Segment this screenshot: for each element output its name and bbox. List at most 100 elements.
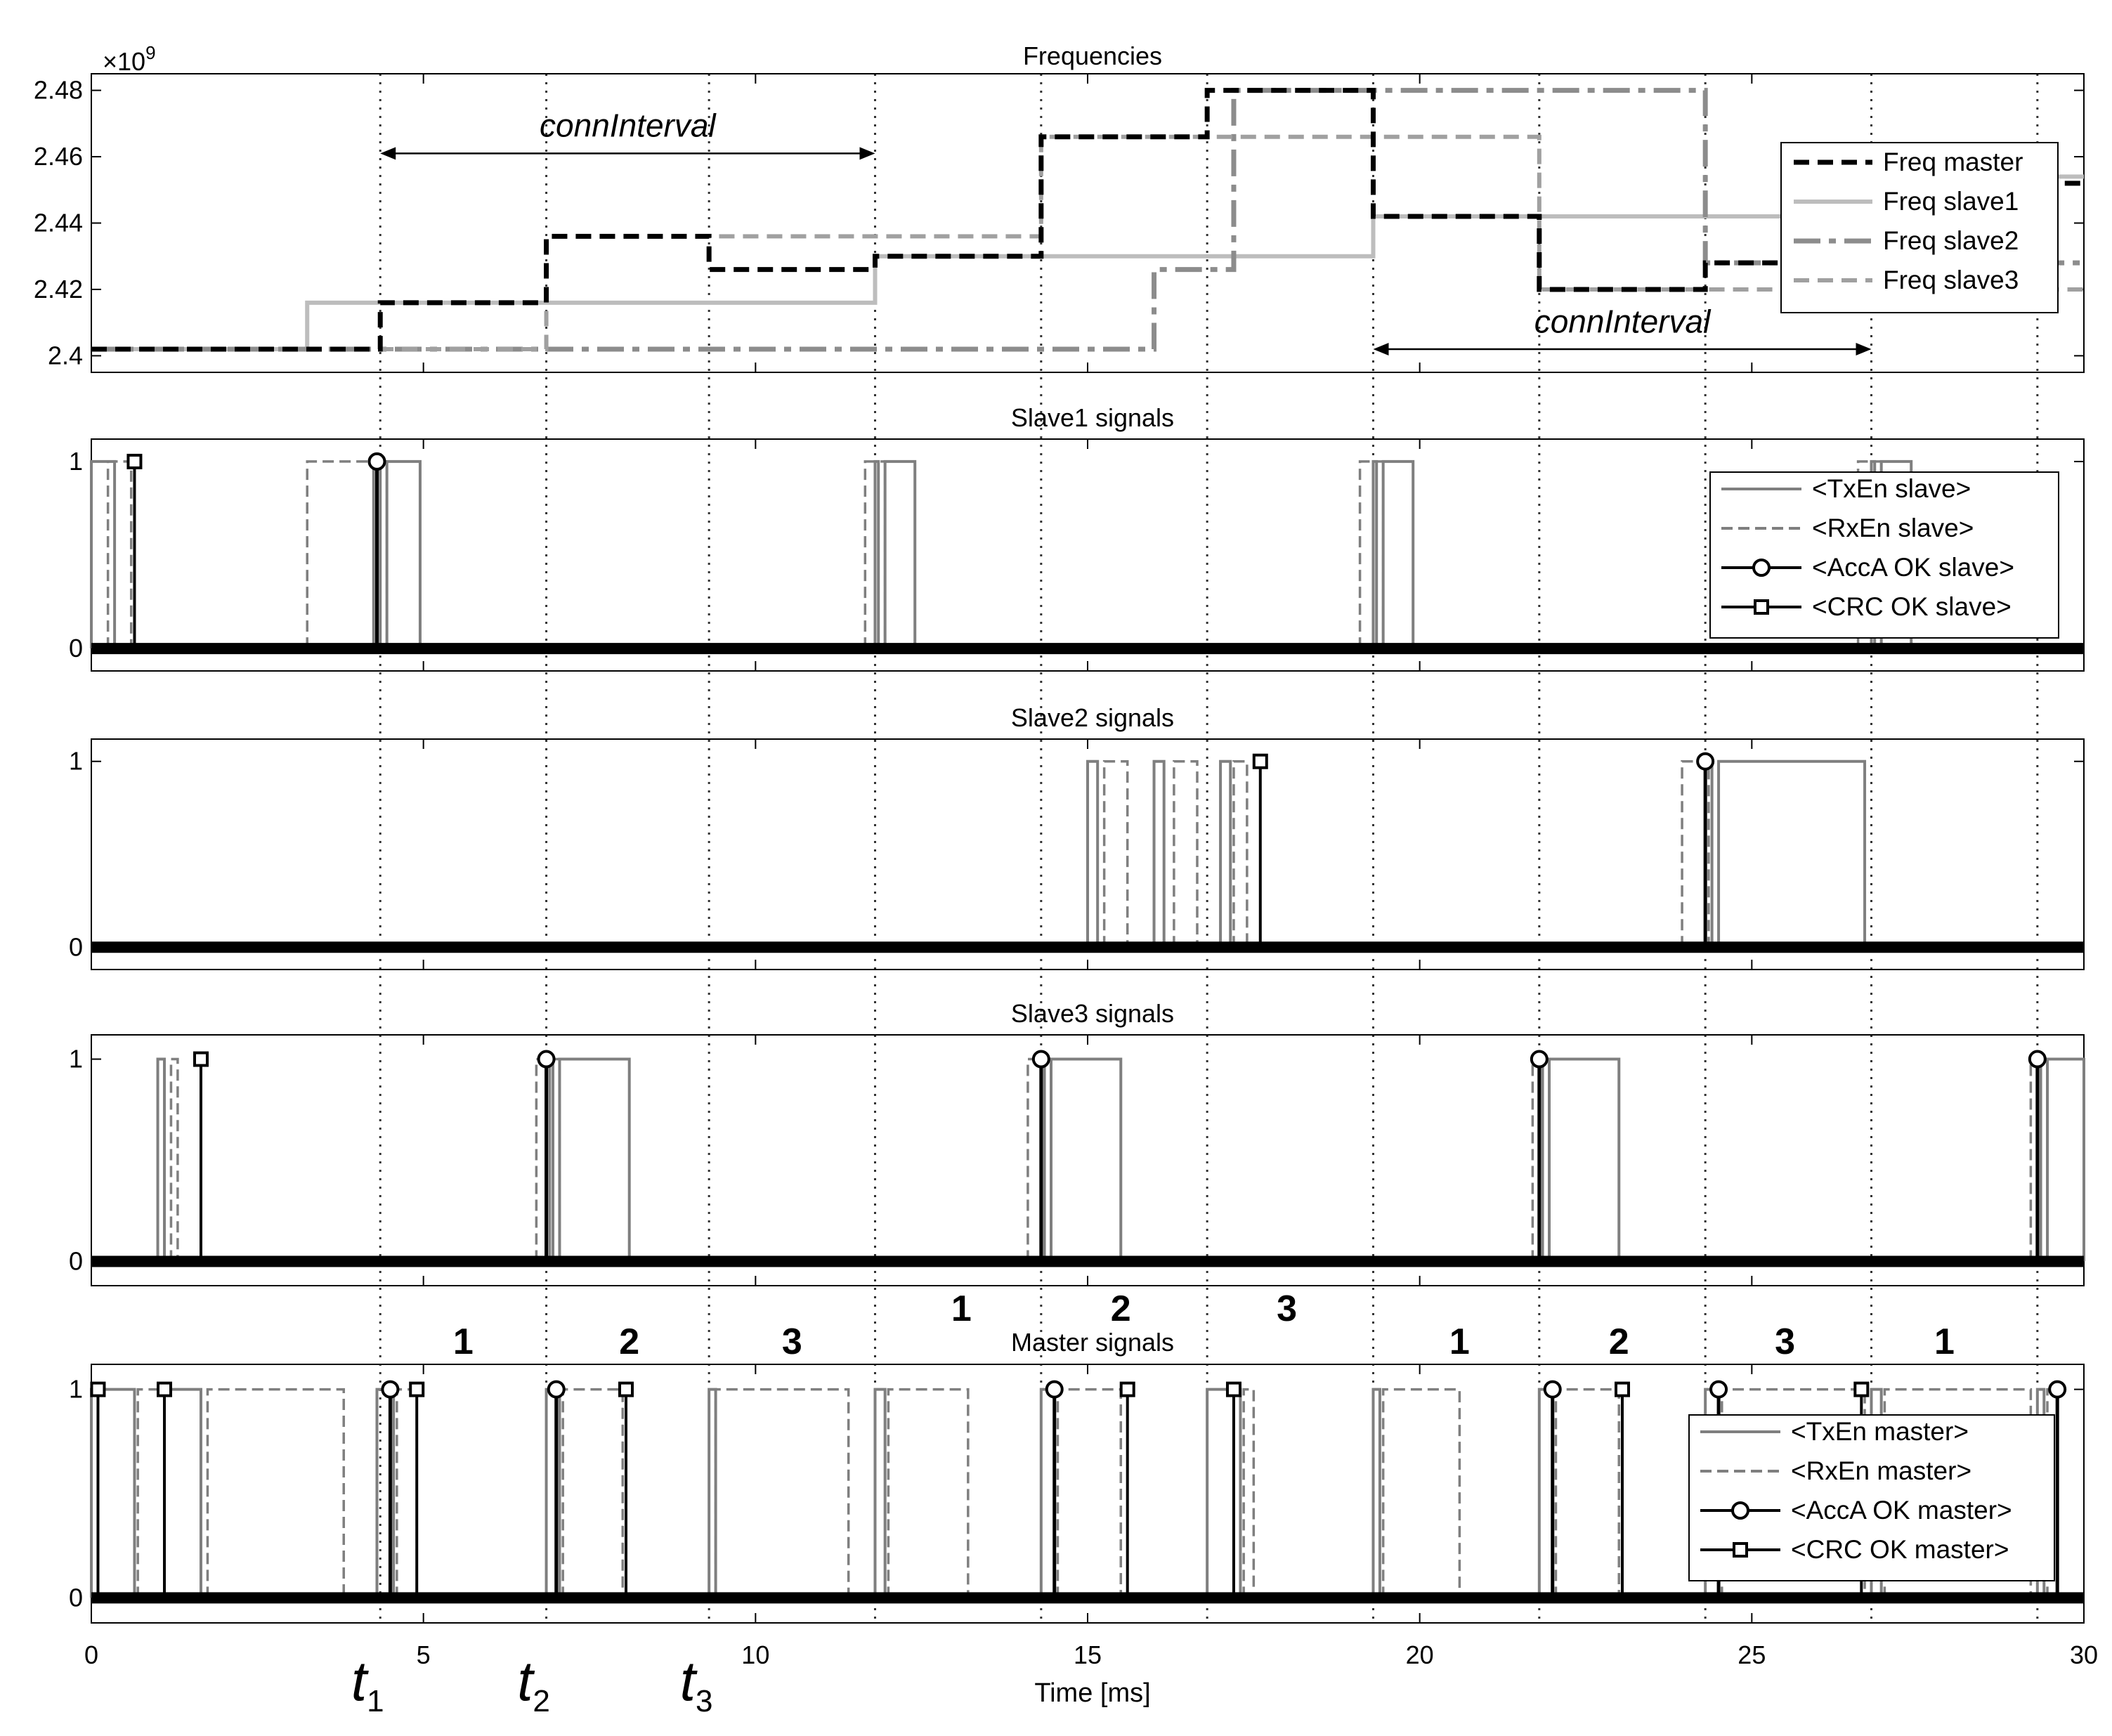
legend-marker [1733, 1542, 1748, 1558]
arrow-head-right [859, 147, 875, 160]
slave1-signals-title: Slave1 signals [1011, 403, 1174, 432]
acca-marker [381, 1380, 400, 1399]
crc-marker [1119, 1381, 1135, 1397]
rxen-pulse [561, 1388, 625, 1598]
slave1-legend: <TxEn slave> <RxEn slave> <AccA OK slave> <… [1709, 471, 2059, 639]
x-tick-label: 10 [741, 1640, 769, 1669]
legend-entry: <AccA OK slave> [1812, 553, 2014, 582]
legend-entry: <TxEn slave> [1812, 474, 1971, 503]
x-tick-label: 15 [1074, 1640, 1102, 1669]
slot-number: 3 [782, 1321, 802, 1362]
txen-pulse [156, 1057, 166, 1262]
master-signals-panel: Master signals 01 <TxEn master><RxEn mas… [69, 1328, 2085, 1624]
legend-entry: <AccA OK master> [1791, 1496, 2012, 1525]
y-tick-label: 2.4 [48, 341, 83, 370]
legend-entry: Freq slave3 [1883, 266, 2019, 294]
rxen-pulse [887, 1388, 970, 1598]
slave3-signals-panel: Slave3 signals 01 [69, 999, 2085, 1286]
acca-marker [537, 1050, 556, 1069]
txen-pulse [1219, 759, 1232, 948]
rxen-pulse [1554, 1388, 1621, 1598]
slot-number: 3 [1775, 1321, 1795, 1362]
slot-number: 2 [1609, 1321, 1629, 1362]
master-legend: <TxEn master><RxEn master><AccA OK maste… [1688, 1414, 2055, 1581]
legend-entry: <RxEn slave> [1812, 514, 1974, 542]
arrow-head-right [1856, 342, 1872, 355]
y-tick-label: 1 [69, 1045, 83, 1073]
legend-marker [1731, 1501, 1749, 1520]
acca-marker [1696, 752, 1715, 771]
y-tick-label: 1 [69, 447, 83, 476]
series-freq-slave2 [91, 88, 2084, 352]
y-tick-label: 0 [69, 932, 83, 961]
txen-pulse [1371, 459, 1378, 649]
crc-marker [1614, 1381, 1630, 1397]
rxen-pulse [1381, 1388, 1461, 1598]
slot-number: 1 [1449, 1321, 1470, 1362]
slot-number: 1 [1934, 1321, 1955, 1362]
y-tick-label: 0 [69, 1583, 83, 1612]
crc-marker [1252, 753, 1268, 769]
txen-pulse [1381, 459, 1415, 649]
legend-marker [1752, 559, 1771, 577]
y-tick-label: 0 [69, 1246, 83, 1275]
legend-box [1780, 142, 2059, 313]
y-tick-label: 2.42 [34, 275, 83, 304]
y-tick-label: 2.44 [34, 209, 83, 237]
txen-pulse [873, 459, 880, 649]
conn-interval-label: connInterval [1534, 303, 1712, 339]
acca-marker [2028, 1050, 2047, 1069]
slot-number: 1 [951, 1288, 972, 1329]
txen-pulse [558, 1057, 631, 1262]
txen-pulse [90, 1388, 136, 1598]
legend-entry: Freq master [1883, 148, 2023, 176]
txen-pulse [2046, 1057, 2085, 1262]
txen-pulse [1548, 1057, 1621, 1262]
rxen-pulse [1102, 759, 1129, 948]
rxen-pulse [1232, 759, 1249, 948]
x-tick-label: 30 [2070, 1640, 2098, 1669]
crc-marker [90, 1381, 106, 1397]
legend-box [1688, 1414, 2055, 1581]
legend-entry: <CRC OK slave> [1812, 592, 2012, 621]
crc-marker [409, 1381, 425, 1397]
crc-marker [1225, 1381, 1241, 1397]
acca-marker [547, 1380, 566, 1399]
txen-pulse [873, 1388, 887, 1598]
rxen-pulse [169, 1057, 179, 1262]
slave2-signals-title: Slave2 signals [1011, 703, 1174, 732]
time-marker-label: t2 [517, 1650, 550, 1718]
txen-pulse [708, 1388, 717, 1598]
legend-entry: <CRC OK master> [1791, 1535, 2009, 1564]
txen-pulse [1371, 1388, 1381, 1598]
y-tick-label: 0 [69, 634, 83, 663]
master-signals-title: Master signals [1011, 1328, 1174, 1357]
rxen-pulse [1173, 759, 1199, 948]
slot-number: 3 [1277, 1288, 1297, 1329]
txen-pulse [385, 459, 422, 649]
txen-pulse [90, 459, 117, 649]
y-tick-label: 2.48 [34, 76, 83, 105]
legend-entry: Freq slave1 [1883, 187, 2019, 216]
acca-marker [1031, 1050, 1050, 1069]
legend-marker [1754, 599, 1769, 615]
txen-pulse [1206, 1388, 1242, 1598]
x-axis-label: Time [ms] [1034, 1678, 1150, 1708]
x-tick-label: 5 [417, 1640, 431, 1669]
acca-marker [1709, 1380, 1728, 1399]
acca-marker [2048, 1380, 2067, 1399]
crc-marker [156, 1381, 172, 1397]
y-tick-label: 1 [69, 747, 83, 776]
txen-pulse [883, 459, 917, 649]
series-freq-master [91, 88, 2084, 352]
slot-number: 1 [453, 1321, 474, 1362]
crc-marker [126, 453, 143, 469]
rxen-pulse [106, 460, 133, 649]
y-exponent-label: ×109 [103, 42, 156, 76]
slave2-signals-panel: Slave2 signals 0 1 [69, 703, 2085, 970]
crc-marker [1853, 1381, 1870, 1397]
